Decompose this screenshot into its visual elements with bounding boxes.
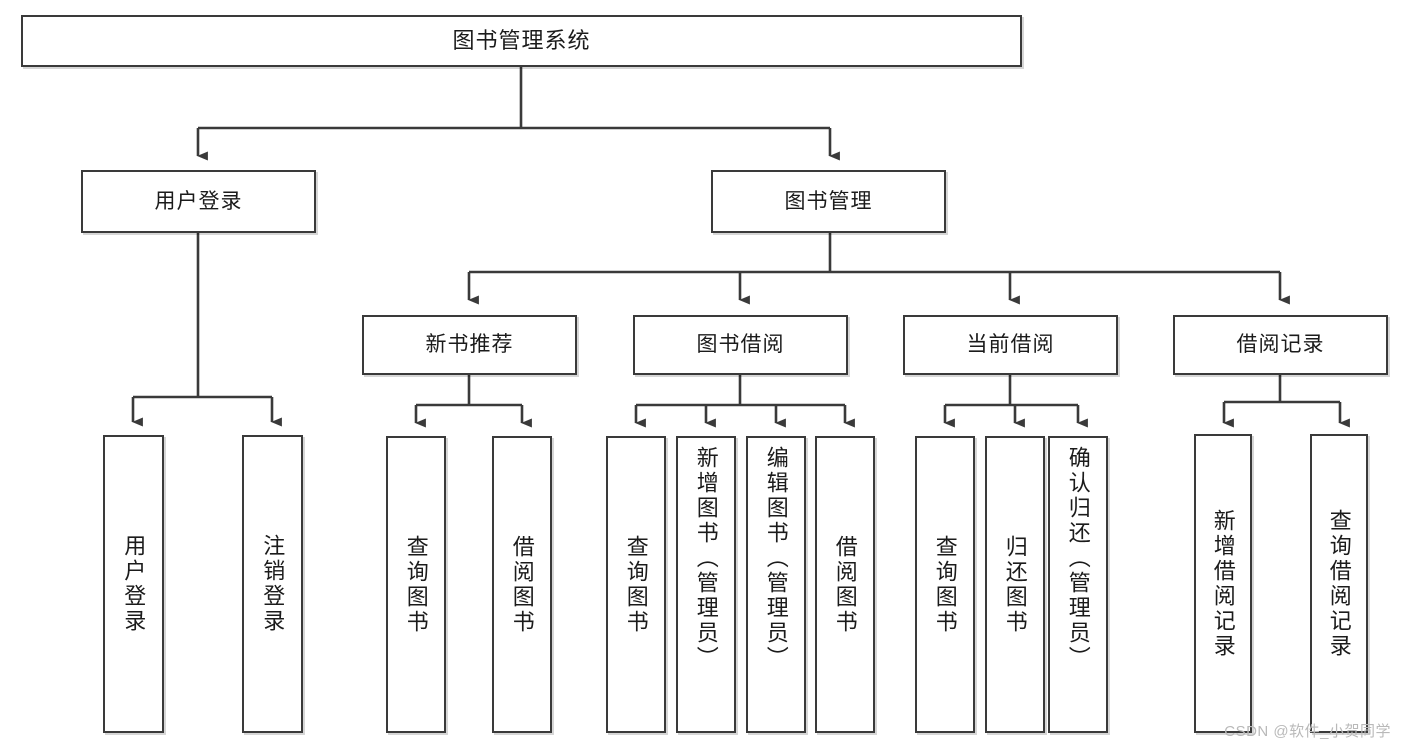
leaf-return-book-label: 归还图书 [1002,534,1028,635]
node-book-borrow-label: 图书借阅 [696,333,785,357]
leaf-query-book-2[interactable]: 查询图书 [606,436,666,733]
node-new-book-recommend[interactable]: 新书推荐 [362,315,577,375]
leaf-edit-book[interactable]: 编辑图书（管理员） [746,436,806,733]
leaf-borrow-book-1-label: 借阅图书 [509,534,535,635]
leaf-logout-login[interactable]: 注销登录 [242,435,303,733]
leaf-query-borrow-record-label: 查询借阅记录 [1326,508,1352,659]
leaf-query-book-1[interactable]: 查询图书 [386,436,446,733]
node-new-book-recommend-label: 新书推荐 [425,333,514,357]
node-book-borrow[interactable]: 图书借阅 [633,315,848,375]
node-borrow-record-label: 借阅记录 [1236,333,1325,357]
leaf-add-borrow-record[interactable]: 新增借阅记录 [1194,434,1252,733]
leaf-user-login[interactable]: 用户登录 [103,435,164,733]
leaf-logout-login-label: 注销登录 [260,534,286,634]
leaf-query-book-1-label: 查询图书 [403,534,429,635]
leaf-user-login-label: 用户登录 [121,534,147,634]
leaf-return-book[interactable]: 归还图书 [985,436,1045,733]
node-borrow-record[interactable]: 借阅记录 [1173,315,1388,375]
node-user-login[interactable]: 用户登录 [81,170,316,233]
node-book-manage-label: 图书管理 [784,189,873,213]
csdn-watermark: CSDN @软件_小贺同学 [1224,723,1391,740]
leaf-query-book-3-label: 查询图书 [932,534,958,635]
leaf-confirm-return-label: 确认归还（管理员） [1065,446,1091,671]
leaf-confirm-return[interactable]: 确认归还（管理员） [1048,436,1108,733]
leaf-add-book[interactable]: 新增图书（管理员） [676,436,736,733]
node-user-login-label: 用户登录 [154,189,243,213]
node-root[interactable]: 图书管理系统 [21,15,1022,67]
node-root-label: 图书管理系统 [452,27,591,53]
leaf-borrow-book-2-label: 借阅图书 [832,534,858,635]
node-current-borrow-label: 当前借阅 [966,333,1055,357]
leaf-add-borrow-record-label: 新增借阅记录 [1210,508,1236,659]
leaf-query-book-3[interactable]: 查询图书 [915,436,975,733]
node-current-borrow[interactable]: 当前借阅 [903,315,1118,375]
leaf-query-book-2-label: 查询图书 [623,534,649,635]
leaf-edit-book-label: 编辑图书（管理员） [763,446,789,671]
leaf-query-borrow-record[interactable]: 查询借阅记录 [1310,434,1368,733]
node-book-manage[interactable]: 图书管理 [711,170,946,233]
leaf-borrow-book-1[interactable]: 借阅图书 [492,436,552,733]
leaf-borrow-book-2[interactable]: 借阅图书 [815,436,875,733]
leaf-add-book-label: 新增图书（管理员） [693,446,719,671]
